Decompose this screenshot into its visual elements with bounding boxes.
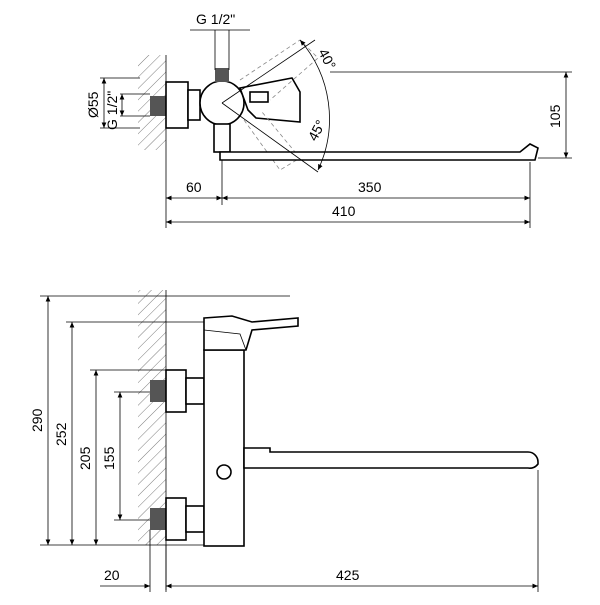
front-wall-hatch bbox=[138, 290, 166, 545]
front-upper-pipe bbox=[185, 377, 205, 405]
top-fitting-thread bbox=[150, 96, 166, 116]
front-lower-fitting-thread bbox=[150, 508, 166, 530]
top-angle-ray-down bbox=[221, 102, 319, 173]
front-spout bbox=[243, 447, 539, 469]
front-h155-label: 155 bbox=[101, 446, 117, 470]
front-view: 290 252 205 155 20 425 bbox=[29, 290, 539, 592]
front-lever-detail bbox=[203, 329, 247, 351]
front-lower-nut bbox=[165, 497, 187, 541]
top-left-thread-label: G 1/2" bbox=[104, 91, 120, 130]
front-w20-label: 20 bbox=[104, 567, 120, 583]
top-diameter-label: Ø55 bbox=[85, 91, 101, 118]
top-lever-stem bbox=[249, 91, 269, 103]
top-width-410-label: 410 bbox=[332, 203, 356, 219]
top-eccentric-nut bbox=[165, 81, 189, 129]
top-width-60-label: 60 bbox=[186, 179, 202, 195]
top-width-350-label: 350 bbox=[358, 179, 382, 195]
top-height-105-label: 105 bbox=[547, 104, 563, 128]
top-pipe bbox=[187, 89, 201, 121]
top-angle-ray-up bbox=[221, 39, 316, 104]
front-h205-label: 205 bbox=[77, 446, 93, 470]
top-spout-stem bbox=[213, 123, 231, 153]
top-angle-upper-label: 40° bbox=[315, 46, 339, 72]
front-h290-label: 290 bbox=[29, 408, 45, 432]
front-mixer-body bbox=[203, 349, 245, 547]
front-upper-nut bbox=[165, 369, 187, 413]
top-inlet-thread bbox=[215, 68, 229, 82]
top-thread-label: G 1/2" bbox=[196, 11, 235, 27]
front-lever bbox=[203, 315, 299, 351]
front-upper-fitting-thread bbox=[150, 380, 166, 402]
top-angle-lower-label: 45° bbox=[305, 117, 329, 143]
top-lever-ghost-down bbox=[243, 111, 301, 171]
front-w425-label: 425 bbox=[336, 567, 360, 583]
top-spout bbox=[219, 143, 539, 161]
top-angle-arc bbox=[299, 39, 330, 171]
front-lower-pipe bbox=[185, 505, 205, 533]
front-diverter-knob bbox=[216, 464, 232, 480]
top-view: G 1/2" 40° 45° Ø55 G 1/2" 105 60 350 410 bbox=[85, 11, 572, 228]
front-h252-label: 252 bbox=[53, 422, 69, 446]
